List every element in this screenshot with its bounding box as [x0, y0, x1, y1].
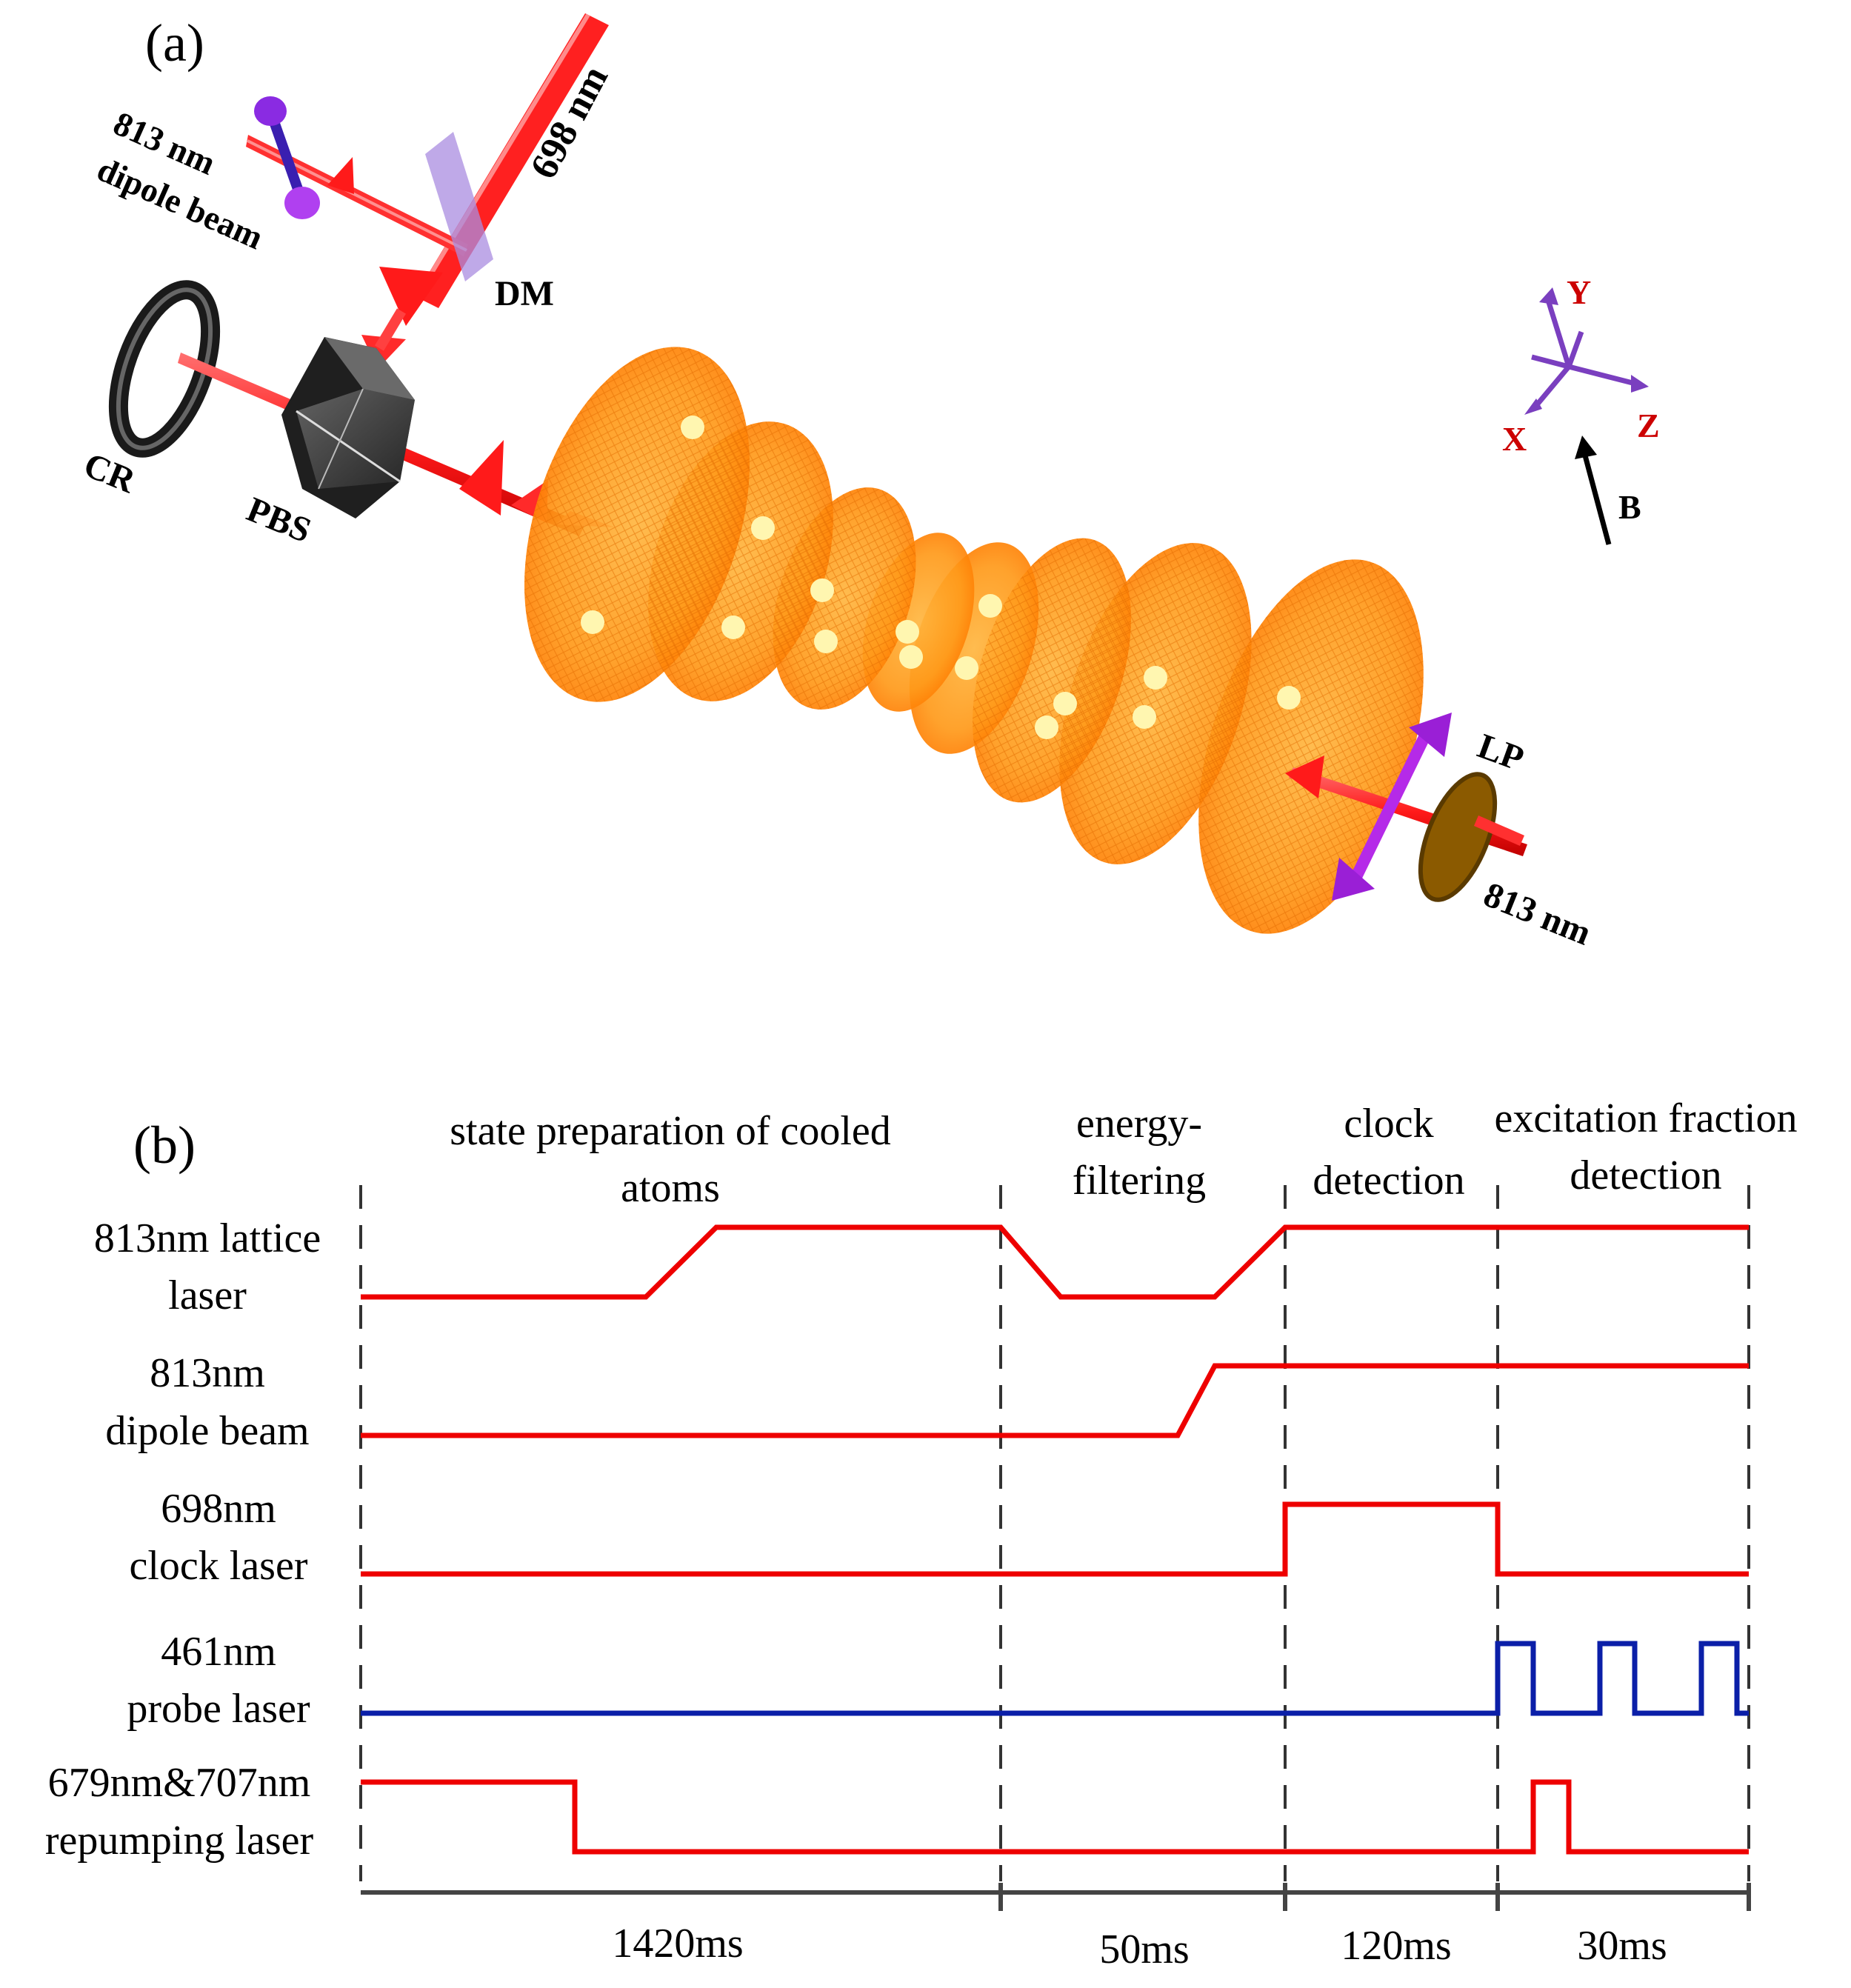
clock-beam-arrow-icon: [379, 267, 443, 326]
clock-beam-arrow-small-icon: [361, 335, 406, 369]
dipole-beam-arrow-icon: [327, 157, 354, 194]
coordinate-axes: [1524, 287, 1649, 415]
channel-label-line2: dipole beam: [105, 1408, 309, 1454]
channel-label-line1: 461nm: [161, 1629, 276, 1675]
atom: [814, 630, 838, 653]
lattice-beam-label: 813 nm: [1478, 875, 1597, 953]
atom: [1053, 692, 1077, 716]
cavity-reflector: [108, 280, 221, 458]
trace-lattice-laser: [361, 1224, 1749, 1300]
panel-b: (b) state preparation of cooled atoms en…: [45, 1095, 1798, 1972]
phase-title-line2: detection: [1313, 1158, 1464, 1204]
atom: [751, 516, 775, 540]
channel-label-line2: probe laser: [127, 1686, 310, 1732]
dichroic-mirror-label: DM: [495, 274, 554, 313]
dipole-beam: [246, 96, 468, 256]
lattice-return-arrow-icon: [1285, 755, 1324, 798]
atom: [1277, 686, 1301, 710]
atom: [1035, 716, 1058, 739]
trace-repumping-laser: [361, 1779, 1749, 1855]
trace-clock-laser: [361, 1501, 1749, 1577]
atom: [1133, 705, 1156, 729]
atom: [955, 656, 978, 680]
optical-lattice: [524, 347, 1424, 934]
atom: [721, 616, 745, 639]
linear-polarizer: [1418, 772, 1498, 902]
phase-duration: 120ms: [1341, 1923, 1451, 1969]
atom: [581, 610, 604, 634]
phase-title-line1: energy-: [1076, 1101, 1202, 1147]
dipole-polarization-bottom-icon: [284, 187, 320, 219]
phase-title-line1: state preparation of cooled: [450, 1108, 891, 1154]
channel-label-line1: 679nm&707nm: [48, 1760, 311, 1806]
channel-label-line2: laser: [168, 1272, 247, 1318]
linear-polarizer-label: LP: [1473, 727, 1529, 779]
trace-probe-laser: [361, 1641, 1749, 1716]
channel-labels: 813nm lattice laser 813nm dipole beam 69…: [45, 1215, 321, 1864]
timing-traces: [361, 1224, 1749, 1855]
dichroic-mirror: [425, 132, 493, 281]
magnetic-field-arrow-icon: [1575, 436, 1612, 545]
phase-title-line2: atoms: [621, 1165, 720, 1211]
phase-duration: 1420ms: [612, 1921, 743, 1967]
time-axis: [361, 1883, 1751, 1911]
dipole-polarization-top-icon: [254, 96, 287, 126]
magnetic-field-label: B: [1618, 488, 1641, 526]
axis-z-label: Z: [1637, 407, 1660, 444]
phase-duration: 50ms: [1099, 1927, 1189, 1972]
panel-b-label: (b): [133, 1115, 196, 1175]
channel-label-line1: 813nm: [150, 1350, 265, 1396]
trace-dipole-beam: [361, 1363, 1749, 1438]
pbs-cube: [281, 337, 415, 518]
phase-title-line2: detection: [1570, 1153, 1721, 1198]
phase-durations: 1420ms 50ms 120ms 30ms: [612, 1921, 1667, 1972]
axis-x-label: X: [1502, 420, 1527, 458]
phase-titles: state preparation of cooled atoms energy…: [450, 1095, 1797, 1211]
channel-label-line1: 813nm lattice: [94, 1215, 321, 1261]
pbs-label: PBS: [241, 490, 316, 550]
lattice-beam-arrow-1-icon: [459, 440, 504, 516]
panel-a-label: (a): [145, 13, 204, 73]
channel-label-line2: clock laser: [130, 1543, 308, 1589]
channel-label-line1: 698nm: [161, 1486, 276, 1532]
channel-label-line2: repumping laser: [45, 1818, 314, 1864]
atoms: [581, 416, 1301, 739]
dipole-polarization-rod: [265, 109, 307, 204]
phase-title-line1: excitation fraction: [1495, 1095, 1798, 1141]
phase-title-line2: filtering: [1073, 1158, 1206, 1204]
panel-a: (a) 698 nm 813 nm dipole beam DM: [79, 13, 1660, 953]
axis-y-label: Y: [1567, 273, 1591, 311]
phase-duration: 30ms: [1577, 1923, 1667, 1969]
polarization-double-arrow-icon: [1332, 713, 1452, 901]
atom: [896, 620, 919, 644]
atom: [899, 645, 923, 669]
phase-title-line1: clock: [1344, 1101, 1433, 1147]
atom: [681, 416, 704, 439]
phase-boundaries: [359, 1185, 1750, 1881]
atom: [978, 594, 1002, 618]
atom: [810, 578, 834, 602]
clock-beam-698: [361, 13, 609, 369]
atom: [1144, 666, 1167, 690]
